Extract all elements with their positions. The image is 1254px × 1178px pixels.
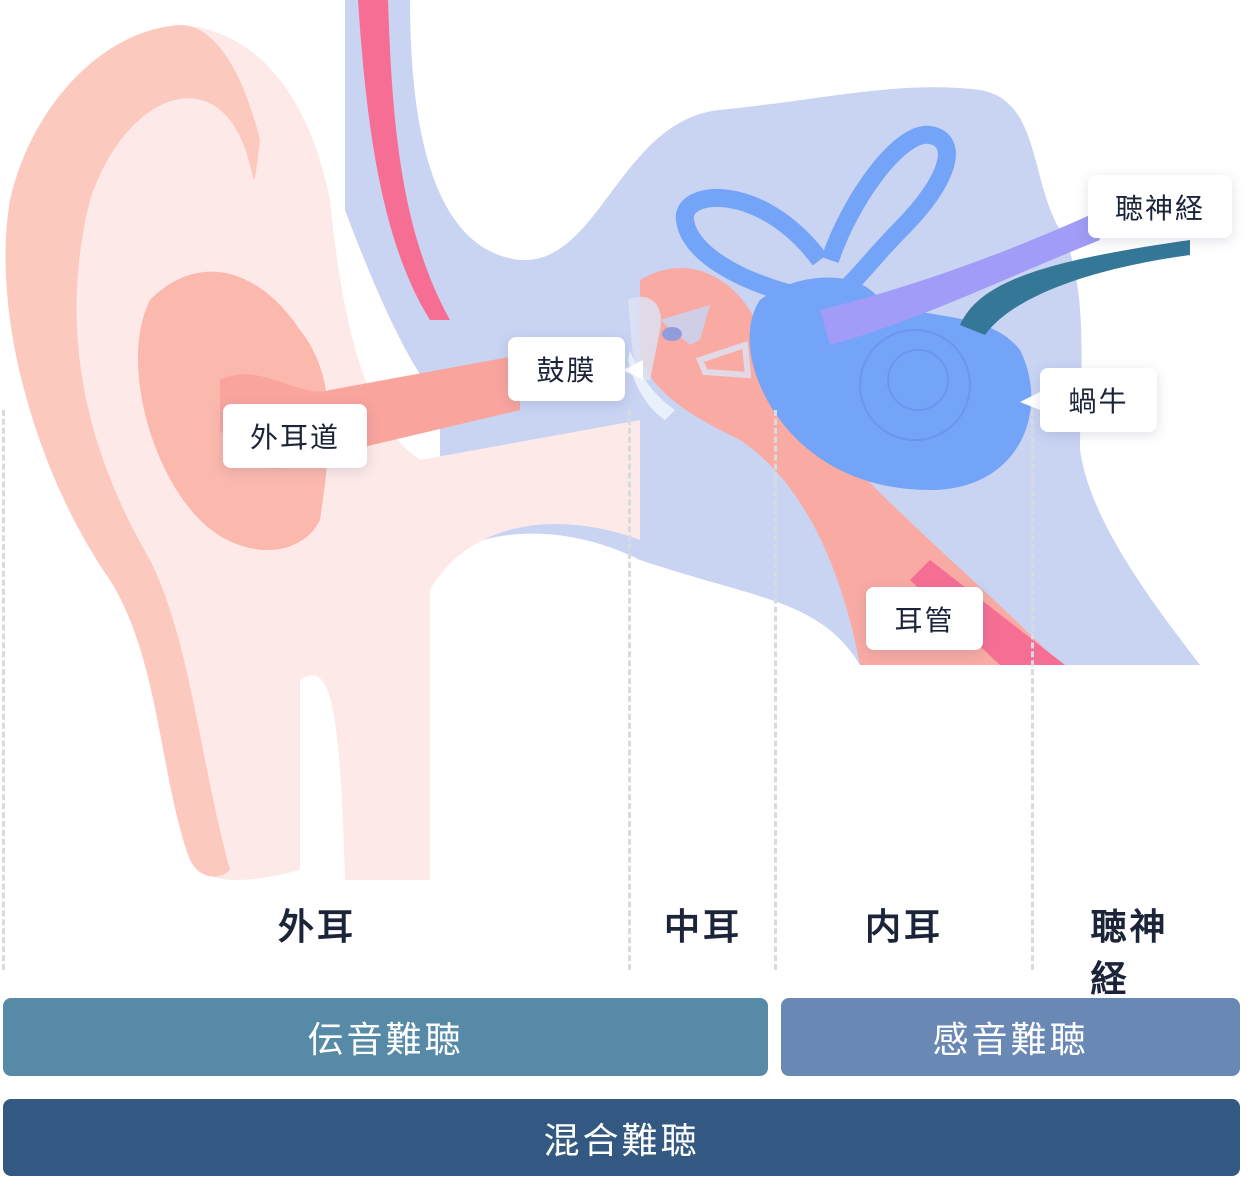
divider-line: [628, 410, 631, 970]
conductive-hearing-loss-bar: 伝音難聴: [3, 998, 768, 1076]
ossicles: [628, 296, 752, 380]
mixed-hearing-loss-bar: 混合難聴: [3, 1099, 1240, 1176]
section-auditory-nerve: 聴神経: [1090, 907, 1169, 1000]
label-cochlea: 蝸牛: [1040, 368, 1157, 432]
blood-vessel: [358, 0, 450, 320]
section-inner-ear: 内耳: [864, 907, 944, 948]
label-auditory-nerve: 聴神経: [1088, 175, 1232, 238]
cochlea-shape: [749, 277, 1032, 490]
auditory-nerve-dark: [960, 240, 1190, 335]
divider-line: [774, 410, 777, 970]
label-eustachian-tube: 耳管: [866, 587, 983, 650]
divider-line: [1031, 410, 1034, 970]
helix: [5, 25, 261, 877]
eardrum-shape: [628, 350, 675, 420]
auditory-nerve-shape: [820, 215, 1100, 345]
section-middle-ear: 中耳: [663, 907, 743, 948]
section-outer-ear: 外耳: [277, 907, 357, 948]
label-eardrum: 鼓膜: [508, 337, 625, 401]
sensorineural-hearing-loss-bar: 感音難聴: [781, 998, 1240, 1076]
label-ear-canal: 外耳道: [223, 404, 367, 468]
semicircular-canals: [675, 125, 956, 309]
divider-line: [2, 410, 5, 970]
